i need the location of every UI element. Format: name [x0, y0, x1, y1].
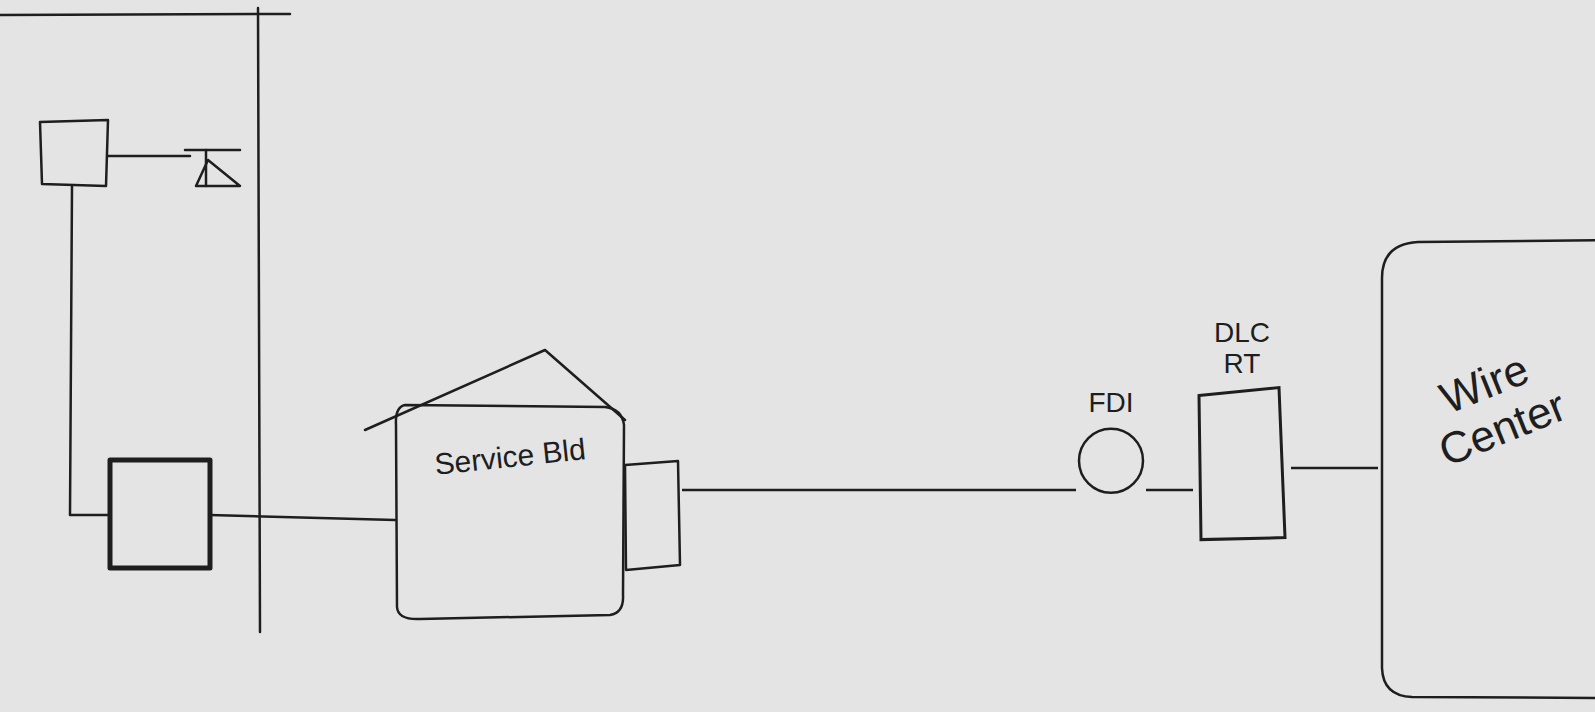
node-label: DLC RT — [1207, 318, 1277, 380]
terminal-box — [40, 120, 108, 186]
pole-line — [258, 8, 260, 632]
wire-center: Wire Center — [1378, 238, 1595, 702]
property-line — [0, 14, 290, 15]
cable-line — [682, 489, 1076, 492]
riser-wire — [70, 186, 110, 515]
service-wire — [210, 515, 395, 520]
fdi-node: FDI — [1076, 388, 1146, 495]
dlc-rt-cabinet: DLC RT — [1193, 318, 1291, 542]
pedestal-box — [110, 460, 210, 568]
building-outline — [360, 345, 682, 623]
node-label: FDI — [1076, 388, 1146, 419]
drop-wire — [108, 155, 190, 158]
cable-line — [1291, 467, 1378, 470]
service-building: Service Bld — [360, 345, 682, 623]
ground-bar — [185, 149, 240, 152]
node-label: Wire Center — [1394, 329, 1593, 484]
ground-symbol — [196, 160, 240, 186]
wire-center-outline — [1378, 238, 1595, 702]
node-label: Service Bld — [429, 432, 592, 482]
cable-line — [1146, 489, 1193, 492]
